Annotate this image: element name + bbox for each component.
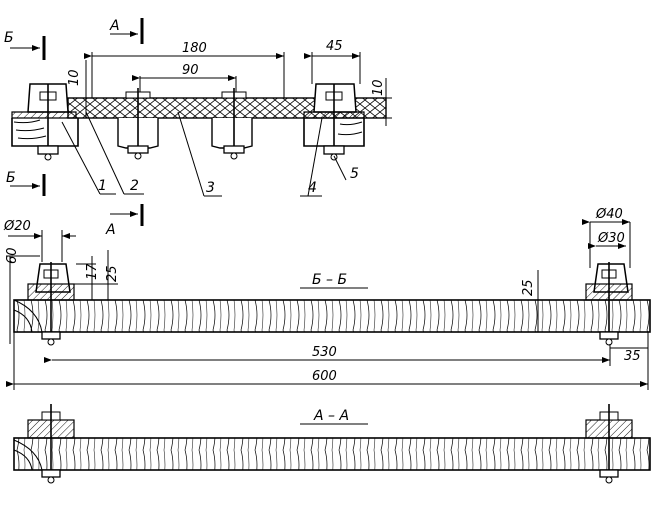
section-mark-a-top: А	[109, 18, 120, 34]
dim-d20: Ø20	[3, 219, 31, 234]
dim-90: 90	[182, 63, 199, 78]
insulator-bb-right	[585, 262, 633, 346]
rail-bb	[13, 299, 651, 333]
part-label-4: 4	[308, 180, 317, 196]
section-mark-b-top: Б	[4, 30, 14, 46]
section-bb: Б – Б Ø20 60 17 25 25 Ø40 Ø30	[3, 207, 651, 390]
dim-17: 17	[85, 263, 100, 280]
insulator-right	[303, 83, 365, 161]
dim-600: 600	[312, 369, 337, 384]
clamp-aa-right	[585, 404, 633, 484]
part-label-2: 2	[130, 178, 139, 194]
dim-25-left: 25	[105, 265, 120, 282]
dim-d30: Ø30	[597, 231, 625, 246]
dim-45: 45	[326, 39, 343, 54]
section-aa: А – А	[13, 404, 651, 484]
dim-10-right: 10	[371, 79, 386, 96]
section-mark-a-bottom: А	[105, 222, 116, 238]
clamp-2	[211, 88, 253, 160]
clamp-aa-left	[27, 404, 75, 484]
insulator-bb-left	[27, 262, 75, 346]
section-mark-b-bottom: Б	[6, 170, 16, 186]
dim-530: 530	[312, 345, 337, 360]
top-dimensions: 180 90 45 10 10	[67, 39, 392, 126]
part-leaders: 1 2 3 4 5	[61, 111, 359, 197]
dim-35: 35	[624, 349, 641, 364]
dim-d40: Ø40	[595, 207, 623, 222]
insulator-left	[11, 83, 77, 161]
part-label-1: 1	[98, 178, 107, 194]
top-view: 180 90 45 10 10 А Б	[4, 18, 392, 238]
part-label-3: 3	[206, 180, 215, 196]
section-marks: А Б Б А	[4, 18, 144, 238]
section-title-aa: А – А	[313, 408, 349, 424]
rail-aa	[13, 437, 651, 471]
bb-dimensions: Ø20 60 17 25 25 Ø40 Ø30 530 35	[3, 207, 649, 390]
section-title-bb: Б – Б	[312, 272, 347, 288]
dim-180: 180	[182, 41, 207, 56]
dim-25-right: 25	[521, 279, 536, 296]
clamp-1	[117, 88, 159, 160]
dim-60: 60	[5, 247, 20, 264]
dim-10-left: 10	[67, 69, 82, 86]
part-label-5: 5	[350, 166, 359, 182]
